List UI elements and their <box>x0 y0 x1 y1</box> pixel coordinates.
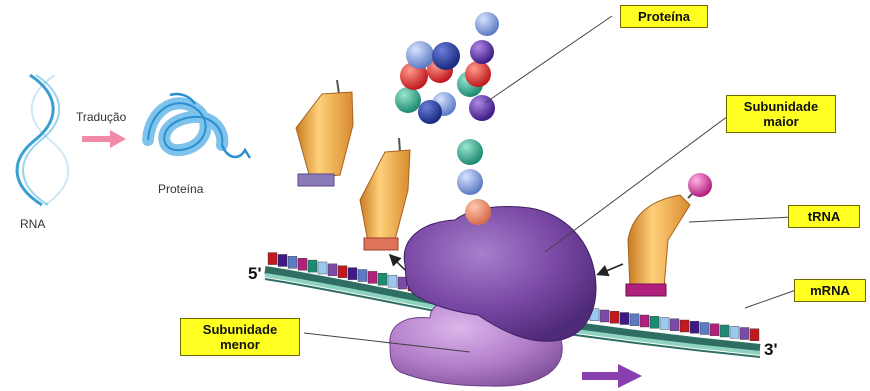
codon-block <box>710 324 719 336</box>
codon-block <box>348 268 357 280</box>
protein-label: Proteína <box>620 5 708 28</box>
codon-block <box>620 313 629 325</box>
trna-left-upper <box>296 80 353 186</box>
protein-label-text: Proteína <box>638 9 690 24</box>
codon-block <box>288 256 297 268</box>
codon-block <box>750 329 759 341</box>
translocation-arrow <box>582 364 642 388</box>
small-subunit-label-line2: menor <box>187 337 293 352</box>
codon-block <box>720 325 729 337</box>
codon-block <box>378 273 387 285</box>
codon-block <box>730 326 739 338</box>
codon-block <box>328 264 337 276</box>
trna-exit-arrow <box>391 256 405 270</box>
codon-block <box>278 254 287 266</box>
mrna-label-text: mRNA <box>810 283 850 298</box>
codon-block <box>338 266 347 278</box>
five-prime-end: 5' <box>248 264 262 284</box>
codon-block <box>358 270 367 282</box>
trna-label-text: tRNA <box>808 209 841 224</box>
codon-block <box>268 253 277 265</box>
trna-incoming <box>626 173 712 296</box>
amino-acid-ball <box>688 173 712 197</box>
codon-block <box>600 310 609 322</box>
codon-block <box>660 318 669 330</box>
inset-arrow <box>82 130 126 148</box>
trna-label: tRNA <box>788 205 860 228</box>
codon-block <box>640 315 649 327</box>
inset-protein-label: Proteína <box>158 182 203 196</box>
codon-block <box>650 316 659 328</box>
inset-rna-helix <box>17 75 68 205</box>
codon-block <box>630 314 639 326</box>
codon-block <box>690 321 699 333</box>
inset-protein-ribbon <box>148 94 250 158</box>
small-subunit-label-line1: Subunidade <box>187 322 293 337</box>
codon-block <box>670 319 679 331</box>
inset-translation-label: Tradução <box>76 110 126 124</box>
codon-block <box>298 258 307 270</box>
codon-block <box>368 271 377 283</box>
three-prime-end: 3' <box>764 340 778 360</box>
large-subunit-label: Subunidade maior <box>726 95 836 133</box>
polypeptide-chain <box>395 12 499 225</box>
codon-block <box>680 320 689 332</box>
codon-block <box>398 277 407 289</box>
codon-block <box>308 260 317 272</box>
large-subunit-label-line2: maior <box>733 114 829 129</box>
codon-block <box>388 275 397 287</box>
small-subunit-label: Subunidade menor <box>180 318 300 356</box>
trna-entry-arrow <box>599 264 623 274</box>
codon-block <box>318 262 327 274</box>
codon-block <box>700 323 709 335</box>
inset-rna-label: RNA <box>20 217 45 231</box>
mrna-label: mRNA <box>794 279 866 302</box>
trna-left-lower <box>360 138 410 250</box>
codon-block <box>610 311 619 323</box>
large-subunit-label-line1: Subunidade <box>733 99 829 114</box>
codon-block <box>740 328 749 340</box>
